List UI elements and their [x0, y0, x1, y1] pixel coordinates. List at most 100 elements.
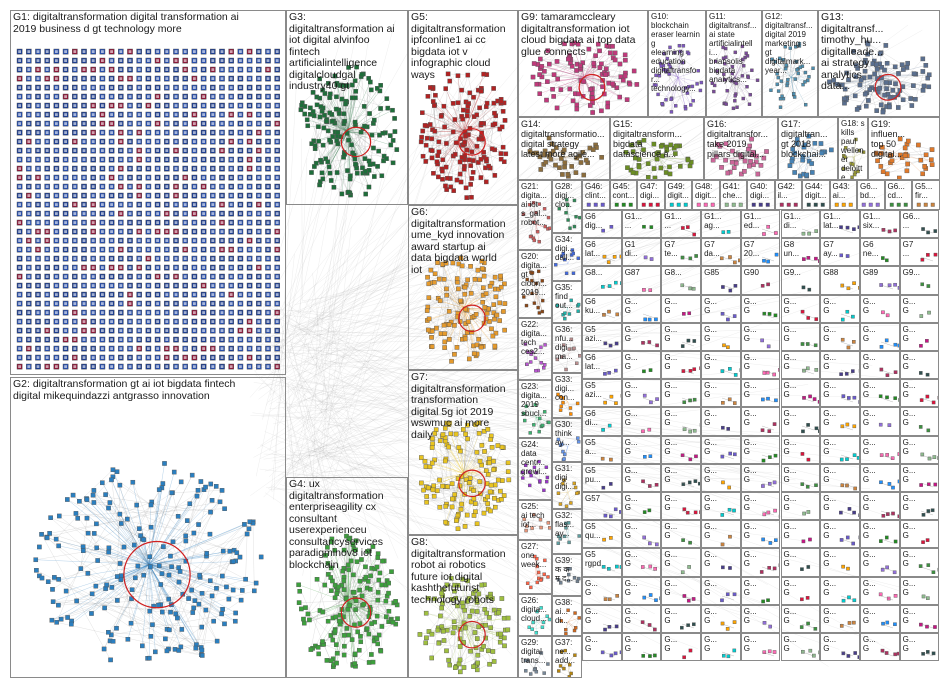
cluster-panel-g5: G5: digitaltransformation ipfconline1 ai… [408, 10, 518, 205]
edge [302, 75, 336, 103]
node-vertex [357, 578, 363, 584]
node-vertex [370, 544, 376, 549]
node-vertex [659, 64, 663, 68]
node-vertex [779, 79, 784, 83]
node-vertex [492, 121, 498, 127]
node-vertex [334, 94, 339, 100]
edge [477, 269, 505, 285]
edge [463, 308, 474, 346]
node-vertex [463, 431, 468, 437]
edge [443, 106, 447, 168]
edge [171, 496, 198, 605]
node-vertex [324, 118, 329, 124]
edge [671, 51, 681, 99]
node-vertex [183, 533, 188, 539]
edge [445, 460, 465, 474]
edge [347, 131, 366, 172]
node-vertex [369, 652, 374, 657]
edge [148, 561, 186, 565]
node-vertex [189, 472, 195, 478]
edge [463, 584, 485, 625]
edge [67, 499, 150, 565]
node-vertex [346, 65, 351, 70]
edge [734, 70, 752, 78]
cluster-label: G34: digi... dail... [555, 235, 575, 262]
node-vertex [102, 605, 107, 611]
node-vertex [460, 107, 466, 113]
edge [347, 131, 391, 146]
node-vertex [191, 530, 197, 536]
node-vertex [530, 291, 534, 296]
node-vertex [853, 74, 859, 79]
edge [732, 151, 735, 168]
node-vertex [902, 145, 908, 151]
node-vertex [352, 156, 358, 162]
cluster-label: G8: digitaltransformation robot ai robot… [411, 536, 506, 606]
node-vertex [423, 610, 429, 616]
node-vertex [879, 65, 885, 70]
node-vertex [339, 96, 345, 102]
node-vertex [908, 96, 913, 101]
node-vertex [320, 142, 326, 148]
edge [677, 45, 684, 78]
edge [195, 550, 235, 649]
node-vertex [45, 579, 51, 585]
node-vertex [492, 316, 497, 322]
edge [347, 97, 353, 132]
node-vertex [450, 129, 456, 135]
node-vertex [464, 147, 470, 153]
node-vertex [353, 607, 358, 612]
edge [445, 437, 501, 492]
edge [318, 126, 394, 164]
edge [850, 139, 857, 164]
node-vertex [551, 72, 557, 77]
node-vertex [333, 614, 338, 620]
node-vertex [492, 110, 497, 116]
node-vertex [386, 580, 391, 586]
node-vertex [498, 284, 504, 290]
node-vertex [308, 647, 314, 652]
node-vertex [918, 157, 924, 163]
node-vertex [378, 83, 383, 88]
node-vertex [454, 345, 460, 350]
node-vertex [209, 498, 215, 503]
node-vertex [481, 285, 486, 291]
node-vertex [439, 590, 444, 596]
cluster-nodes [769, 41, 815, 109]
node-vertex [325, 545, 330, 550]
cluster-nodes [787, 133, 834, 179]
node-vertex [106, 505, 111, 511]
node-vertex [574, 106, 580, 112]
edge [446, 444, 459, 515]
node-vertex [390, 107, 395, 113]
node-vertex [457, 657, 463, 663]
node-vertex [685, 91, 690, 95]
node-vertex [199, 624, 205, 630]
node-vertex [481, 644, 486, 649]
node-vertex [351, 590, 357, 595]
node-vertex [341, 111, 347, 117]
node-vertex [48, 515, 53, 520]
node-vertex [591, 60, 596, 66]
node-vertex [117, 561, 123, 566]
edge [426, 612, 465, 625]
edge [111, 612, 236, 636]
self-loop [458, 620, 486, 649]
node-vertex [431, 170, 436, 176]
node-vertex [346, 632, 351, 638]
node-vertex [498, 273, 503, 279]
node-vertex [750, 68, 754, 73]
node-vertex [301, 616, 306, 622]
node-vertex [574, 102, 580, 108]
node-vertex [475, 660, 480, 666]
node-vertex [877, 51, 883, 57]
edge [201, 579, 246, 594]
node-vertex [572, 224, 577, 229]
node-vertex [874, 62, 879, 67]
node-vertex [186, 596, 191, 601]
node-vertex [220, 607, 225, 612]
node-vertex [171, 469, 177, 475]
node-vertex [523, 342, 528, 346]
node-vertex [65, 615, 70, 620]
node-vertex [73, 511, 79, 516]
